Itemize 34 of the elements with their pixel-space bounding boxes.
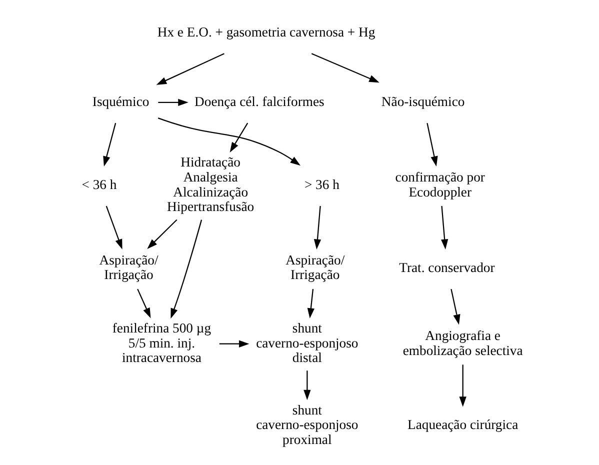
node-text: Doença cél. falciformes	[194, 94, 324, 109]
node-text: Isquémico	[92, 94, 150, 109]
arrow	[426, 122, 438, 167]
arrow	[137, 288, 151, 318]
arrow	[307, 289, 314, 318]
arrow	[219, 340, 250, 348]
node-text: Aspiração/ Irrigação	[99, 252, 158, 282]
arrow	[158, 98, 188, 106]
node-text: Aspiração/ Irrigação	[286, 252, 345, 282]
arrow	[103, 122, 116, 167]
arrow	[156, 53, 224, 85]
node-text: Não-isquémico	[381, 94, 465, 109]
arrow	[450, 288, 460, 325]
node-text: > 36 h	[304, 176, 340, 192]
arrow	[304, 370, 311, 400]
arrow	[441, 206, 448, 250]
node-text: confirmação por Ecodoppler	[395, 169, 485, 200]
arrow	[230, 122, 248, 152]
node-text: Laqueação cirúrgica	[408, 417, 518, 432]
node-text: Hidratação Analgesia Alcalinização Hipertransfusão	[167, 154, 254, 214]
arrow	[314, 206, 322, 250]
node-text: fenilefrina 500 µg 5/5 min. inj. intracavernosa	[112, 320, 212, 366]
arrow	[311, 53, 380, 83]
node-text: < 36 h	[82, 176, 117, 192]
node-text: shunt caverno-esponjoso distal	[256, 320, 358, 366]
arrow	[106, 206, 122, 250]
node-text: shunt caverno-esponjoso proximal	[256, 402, 358, 447]
arrow	[170, 220, 202, 319]
arrow	[158, 118, 300, 166]
node-text: Angiografia e embolização selectiva	[402, 328, 523, 358]
node-text: Hx e E.O. + gasometria cavernosa + Hg	[157, 24, 376, 40]
arrow	[147, 219, 178, 250]
arrow	[459, 364, 466, 407]
node-text: Trat. conservador	[399, 260, 495, 275]
